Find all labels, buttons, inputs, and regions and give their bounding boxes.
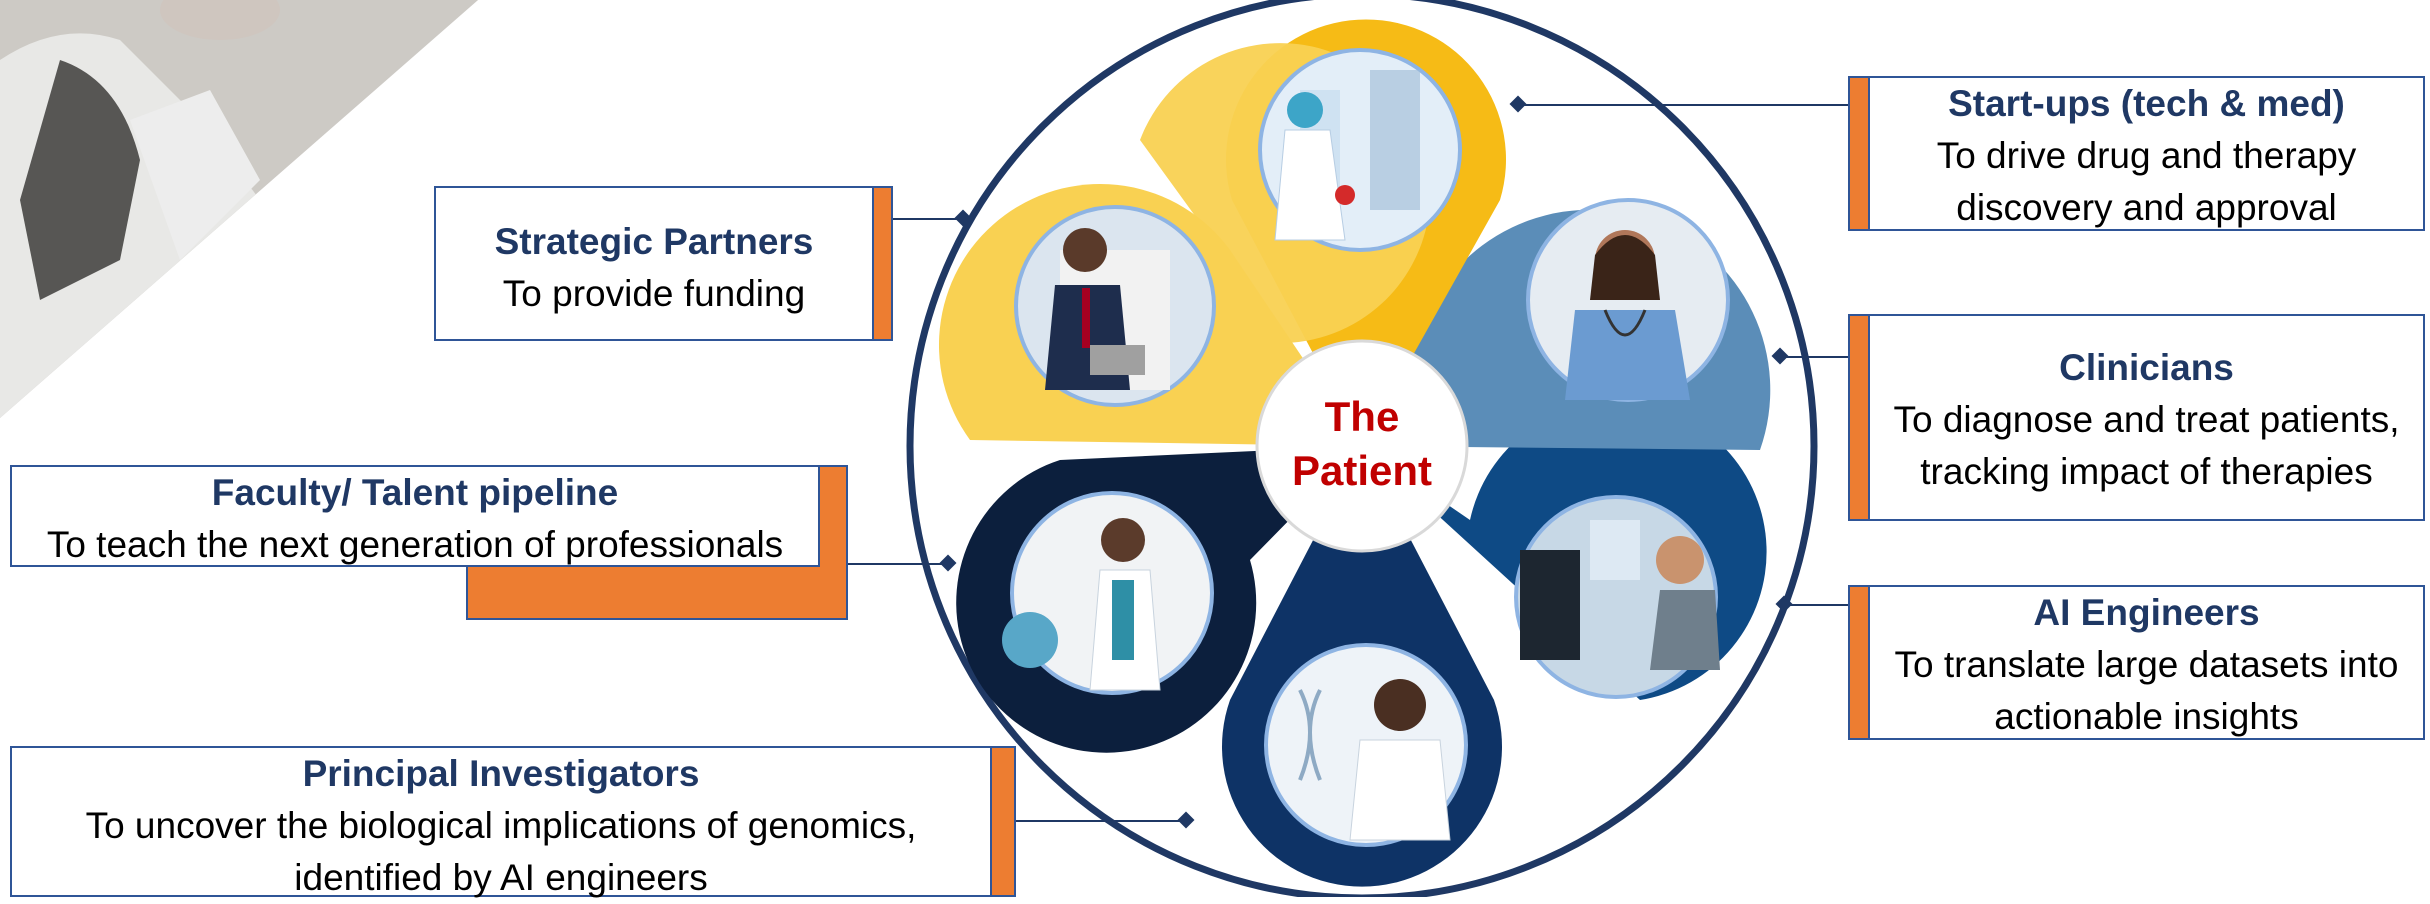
startups-connector [1518,104,1850,106]
clinicians-box: Clinicians To diagnose and treat patient… [1868,314,2425,521]
researcher-photo [1264,643,1468,847]
ai-engineers-desc2: actionable insights [1994,696,2299,737]
center-label: The Patient [1262,390,1462,498]
clinicians-desc1: To diagnose and treat patients, [1893,399,2400,440]
nurse-photo [1526,198,1730,402]
ai-engineers-desc1: To translate large datasets into [1894,644,2399,685]
faculty-desc: To teach the next generation of professi… [46,524,784,565]
clinicians-title: Clinicians [2059,347,2234,388]
startups-title: Start-ups (tech & med) [1948,83,2345,124]
principal-investigators-connector [1016,820,1186,822]
center-label-line1: The [1324,393,1400,440]
faculty-title: Faculty/ Talent pipeline [211,472,619,513]
faculty-box: Faculty/ Talent pipeline To teach the ne… [10,465,820,567]
businessman-photo [1014,205,1216,407]
ai-engineers-title: AI Engineers [2033,592,2260,633]
startups-box: Start-ups (tech & med) To drive drug and… [1868,76,2425,231]
teacher-photo [1002,491,1214,695]
clinicians-desc2: tracking impact of therapies [1920,451,2373,492]
engineer-photo [1514,495,1720,699]
clinicians-connector [1780,356,1850,358]
principal-investigators-title: Principal Investigators [302,753,700,794]
ai-engineers-connector [1784,604,1850,606]
faculty-connector [848,563,948,565]
ai-engineers-box: AI Engineers To translate large datasets… [1868,585,2425,740]
startups-desc2: discovery and approval [1956,187,2337,228]
principal-investigators-desc1: To uncover the biological implications o… [85,805,917,846]
center-label-line2: Patient [1291,447,1433,494]
lab-scientist-photo [1258,48,1462,252]
principal-investigators-box: Principal Investigators To uncover the b… [10,746,992,898]
center-circle [1255,339,1469,553]
corner-doctor-photo [0,0,478,418]
principal-investigators-desc2: identified by AI engineers [294,857,708,898]
strategic-partners-box: Strategic Partners To provide funding [434,186,874,341]
strategic-partners-connector [893,218,963,220]
strategic-partners-title: Strategic Partners [494,221,814,262]
startups-desc1: To drive drug and therapy [1936,135,2357,176]
strategic-partners-desc: To provide funding [502,273,806,314]
